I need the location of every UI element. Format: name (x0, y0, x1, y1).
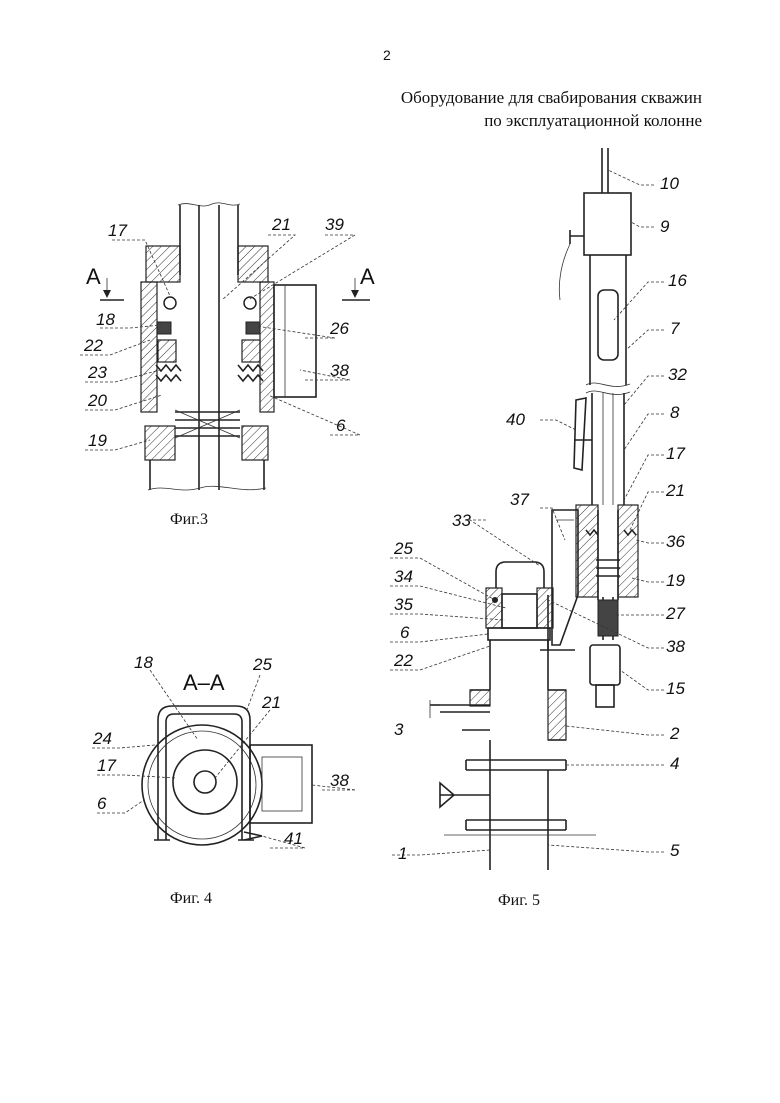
fig5-label-4: 4 (670, 754, 679, 773)
fig4-label-17: 17 (97, 756, 116, 775)
fig5-label-35: 35 (394, 595, 413, 614)
fig3-label-22: 22 (83, 336, 103, 355)
fig4-section-title: A–A (183, 670, 225, 695)
section-mark-right: A (360, 264, 375, 289)
fig5-label-5: 5 (670, 841, 680, 860)
fig5-label-3: 3 (394, 720, 404, 739)
title-line-1: Оборудование для свабирования скважин (400, 88, 702, 107)
fig4-label-18: 18 (134, 653, 153, 672)
fig3-label-23: 23 (87, 363, 107, 382)
document-title: Оборудование для свабирования скважин по… (401, 86, 702, 132)
fig5-label-37: 37 (510, 490, 529, 509)
fig5-label-6: 6 (400, 623, 410, 642)
fig5-label-17: 17 (666, 444, 685, 463)
fig4-label-24: 24 (92, 729, 112, 748)
figure-3-caption: Фиг.3 (170, 511, 208, 528)
figure-4-caption: Фиг. 4 (170, 890, 212, 907)
figure-5: 10 9 16 7 32 40 8 17 21 37 33 36 25 34 1… (390, 148, 687, 870)
fig5-label-21: 21 (665, 481, 685, 500)
fig4-label-6: 6 (97, 794, 107, 813)
fig5-label-7: 7 (670, 319, 680, 338)
fig3-label-18: 18 (96, 310, 115, 329)
fig3-label-19: 19 (88, 431, 107, 450)
fig3-label-17: 17 (108, 221, 127, 240)
title-line-2: по эксплуатационной колонне (484, 111, 702, 130)
fig5-label-15: 15 (666, 679, 685, 698)
fig3-label-6: 6 (336, 416, 346, 435)
fig3-label-38: 38 (330, 361, 349, 380)
fig5-label-25: 25 (393, 539, 413, 558)
figure-4: A–A 18 25 21 24 17 38 6 41 (92, 653, 357, 849)
fig5-label-8: 8 (670, 403, 680, 422)
fig4-label-38: 38 (330, 771, 349, 790)
fig4-label-25: 25 (252, 655, 272, 674)
fig5-label-9: 9 (660, 217, 670, 236)
fig5-label-40: 40 (506, 410, 525, 429)
fig5-label-19: 19 (666, 571, 685, 590)
fig5-label-2: 2 (669, 724, 680, 743)
fig5-label-33: 33 (452, 511, 471, 530)
fig3-label-20: 20 (87, 391, 107, 410)
fig5-label-1: 1 (398, 844, 407, 863)
fig3-label-21: 21 (271, 215, 291, 234)
fig4-label-21: 21 (261, 693, 281, 712)
fig3-label-26: 26 (329, 319, 349, 338)
fig4-label-41: 41 (284, 829, 303, 848)
section-mark-left: A (86, 264, 101, 289)
fig5-label-34: 34 (394, 567, 413, 586)
fig5-label-38: 38 (666, 637, 685, 656)
fig5-label-16: 16 (668, 271, 687, 290)
fig5-label-32: 32 (668, 365, 687, 384)
page-number: 2 (383, 47, 391, 63)
fig5-label-36: 36 (666, 532, 685, 551)
fig5-label-22: 22 (393, 651, 413, 670)
fig5-label-10: 10 (660, 174, 679, 193)
fig3-label-39: 39 (325, 215, 344, 234)
figure-3: A A 17 21 39 18 26 22 38 23 20 6 19 (80, 202, 375, 491)
fig5-label-27: 27 (665, 604, 685, 623)
figure-5-caption: Фиг. 5 (498, 892, 540, 909)
